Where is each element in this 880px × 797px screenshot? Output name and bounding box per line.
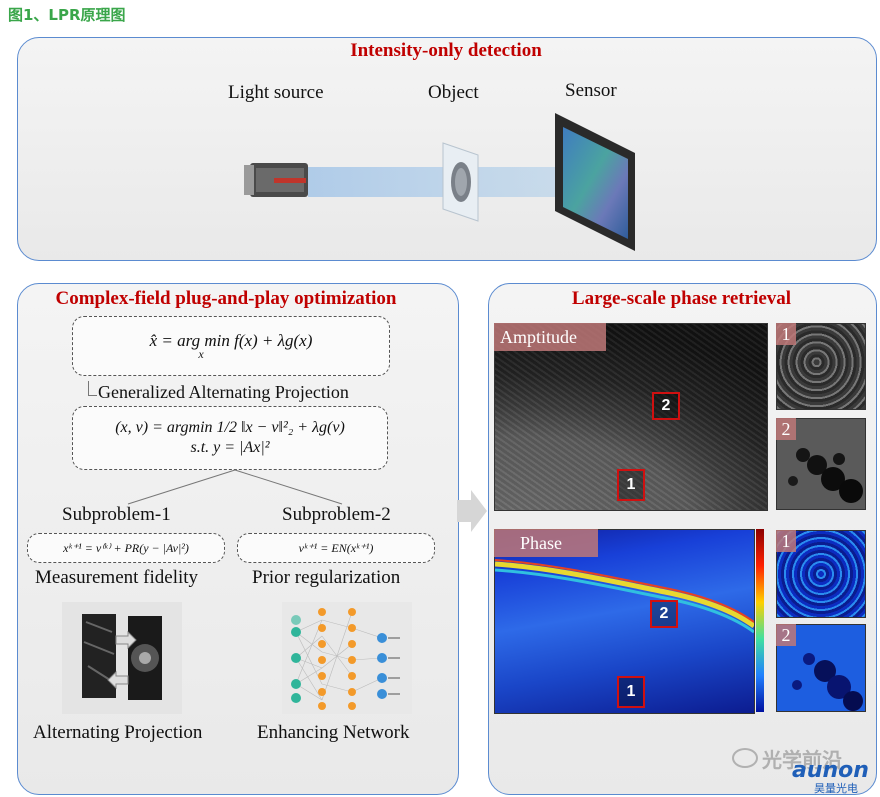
phase-zoom-2-cells xyxy=(792,653,863,711)
amplitude-label: Amptitude xyxy=(494,323,606,351)
amplitude-image xyxy=(494,323,768,511)
phase-marker-1: 1 xyxy=(617,676,645,708)
figure-title: 图1、LPR原理图 xyxy=(8,6,126,24)
gap-equation-line1: (x, v) = argmin 1/2 ‖x − v‖²₂ + λg(v) xyxy=(115,419,345,436)
enhancing-network-caption: Enhancing Network xyxy=(257,722,410,743)
intensity-detection-title: Intensity-only detection xyxy=(350,40,542,61)
amplitude-zoom-1-label: 1 xyxy=(776,323,796,345)
wechat-icon xyxy=(732,748,758,768)
objective-equation: x̂ = arg min f(x) + λg(x) xyxy=(149,330,313,350)
subproblem-1-title: Subproblem-1 xyxy=(62,504,171,525)
light-source-device xyxy=(244,163,308,197)
alternating-projection-illustration xyxy=(62,602,182,714)
sensor-device xyxy=(555,113,635,251)
light-source-label: Light source xyxy=(228,82,324,103)
split-connector xyxy=(127,469,343,505)
subproblem-2-equation: vᵏ⁺¹ = EN(xᵏ⁺¹) xyxy=(298,540,374,555)
gap-equation-line2: s.t. y = |Ax|² xyxy=(190,439,270,456)
brand-logo-cn: 昊量光电 xyxy=(814,782,858,795)
alternating-projection-caption: Alternating Projection xyxy=(33,722,203,743)
measurement-fidelity-caption: Measurement fidelity xyxy=(35,567,199,588)
subproblem-1-equation: xᵏ⁺¹ = v⁽ᵏ⁾ + PR(y − |Av|²) xyxy=(63,540,189,555)
object-slide xyxy=(442,142,479,222)
amplitude-marker-1: 1 xyxy=(617,469,645,501)
gap-bracket-icon xyxy=(88,381,97,396)
phase-retrieval-title: Large-scale phase retrieval xyxy=(571,288,792,309)
phase-label: Phase xyxy=(494,529,598,557)
phase-image xyxy=(494,529,755,714)
phase-zoom-2 xyxy=(776,624,866,712)
sensor-label: Sensor xyxy=(565,80,617,101)
watermark-text: 光学前沿 xyxy=(762,748,842,772)
amplitude-texture xyxy=(495,324,767,510)
gap-label: Generalized Alternating Projection xyxy=(98,382,349,402)
subproblem-2-equation-box: vᵏ⁺¹ = EN(xᵏ⁺¹) xyxy=(237,533,435,563)
phase-tissue-boundary xyxy=(495,559,754,634)
panel-arrow-icon xyxy=(457,490,487,532)
objective-equation-subscript: x xyxy=(198,346,204,361)
enhancing-network-illustration xyxy=(282,602,412,714)
amplitude-zoom-2-cells xyxy=(788,448,863,503)
pnp-optimization-title: Complex-field plug-and-play optimization xyxy=(55,288,397,309)
amplitude-marker-2: 2 xyxy=(652,392,680,420)
objective-equation-box: x̂ = arg min f(x) + λg(x) x xyxy=(72,316,390,376)
phase-zoom-1-label: 1 xyxy=(776,530,796,552)
amplitude-zoom-2-label: 2 xyxy=(776,418,796,440)
phase-marker-2: 2 xyxy=(650,600,678,628)
optical-setup-illustration xyxy=(244,113,635,251)
phase-colorbar xyxy=(756,529,764,712)
prior-regularization-caption: Prior regularization xyxy=(252,567,401,588)
subproblem-2-title: Subproblem-2 xyxy=(282,504,391,525)
subproblem-1-equation-box: xᵏ⁺¹ = v⁽ᵏ⁾ + PR(y − |Av|²) xyxy=(27,533,225,563)
gap-equation-box: (x, v) = argmin 1/2 ‖x − v‖²₂ + λg(v) s.… xyxy=(72,406,388,470)
phase-zoom-2-label: 2 xyxy=(776,624,796,646)
brand-logo-text: aunon xyxy=(792,758,869,783)
light-beam xyxy=(308,167,560,197)
object-label: Object xyxy=(428,82,479,103)
